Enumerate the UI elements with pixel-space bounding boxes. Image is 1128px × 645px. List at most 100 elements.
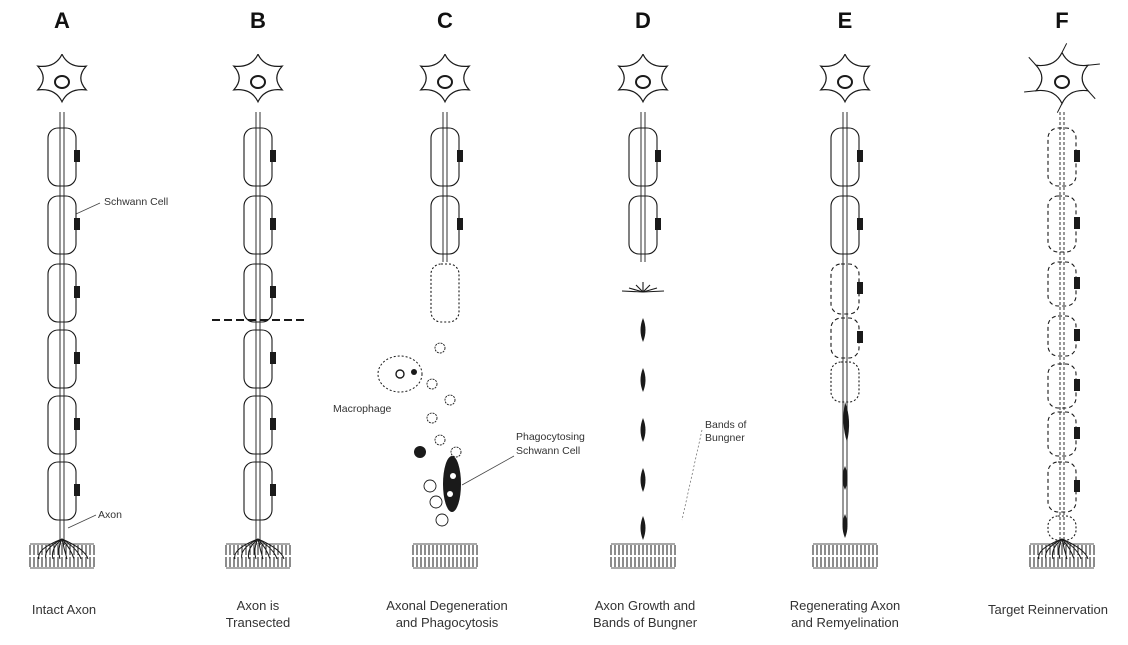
- schwann-nucleus: [655, 218, 661, 230]
- schwann-cell: [1048, 196, 1076, 252]
- myelin-debris: [445, 395, 455, 405]
- bands-leader: [682, 430, 702, 520]
- schwann-cell: [431, 264, 459, 322]
- panel-a-drawing: [30, 54, 94, 568]
- schwann-nucleus: [1074, 427, 1080, 439]
- schwann-nucleus: [857, 218, 863, 230]
- myelin-debris: [436, 514, 448, 526]
- bungner-band: [641, 418, 646, 442]
- schwann-nucleus: [857, 331, 863, 343]
- caption-b-line1: Axon is: [237, 598, 280, 613]
- panel-b-drawing: [212, 54, 306, 568]
- schwann-cell: [831, 318, 859, 358]
- panel-f-drawing: [1024, 43, 1100, 568]
- schwann-cell: [244, 128, 272, 186]
- schwann-cell: [831, 128, 859, 186]
- panel-d-drawing: [611, 54, 675, 568]
- nucleus-icon: [438, 76, 452, 88]
- schwann-cell: [48, 462, 76, 520]
- schwann-cell: [1048, 462, 1076, 512]
- panel-letter-e: E: [838, 8, 853, 33]
- schwann-nucleus: [74, 286, 80, 298]
- soma-outline: [421, 54, 469, 102]
- myelin-debris: [427, 413, 437, 423]
- dendrite: [1088, 64, 1100, 65]
- myelin-debris: [451, 447, 461, 457]
- schwann-cell: [1048, 364, 1076, 408]
- label-phagocytosing-line1: Phagocytosing: [516, 431, 585, 443]
- schwann-cell: [244, 396, 272, 454]
- schwann-cell: [48, 264, 76, 322]
- schwann-cell: [831, 362, 859, 402]
- caption-d-line1: Axon Growth and: [595, 598, 695, 613]
- panel-e-drawing: [813, 54, 877, 568]
- schwann-cell: [831, 196, 859, 254]
- schwann-nucleus: [74, 352, 80, 364]
- schwann-nucleus: [857, 150, 863, 162]
- schwann-cell: [244, 330, 272, 388]
- nucleus-icon: [251, 76, 265, 88]
- schwann-nucleus: [270, 484, 276, 496]
- caption-d-line2: Bands of Bungner: [593, 615, 698, 630]
- macrophage-debris: [411, 369, 417, 375]
- schwann-nucleus: [74, 150, 80, 162]
- label-bands-line2: Bungner: [705, 432, 745, 444]
- panel-c-drawing: [378, 54, 477, 568]
- schwann-nucleus: [1074, 150, 1080, 162]
- schwann-cell: [244, 264, 272, 322]
- dendrite: [1029, 57, 1036, 65]
- schwann-nucleus: [270, 418, 276, 430]
- schwann-cell: [244, 462, 272, 520]
- bungner-band: [641, 368, 646, 392]
- soma-outline: [234, 54, 282, 102]
- caption-e-line2: and Remyelination: [791, 615, 899, 630]
- panel-letter-b: B: [250, 8, 266, 33]
- dendrite: [1024, 91, 1036, 92]
- schwann-nucleus: [457, 150, 463, 162]
- caption-c-line1: Axonal Degeneration: [386, 598, 507, 613]
- phagocytosing-leader: [462, 456, 514, 485]
- myelin-debris: [430, 496, 442, 508]
- schwann-cell: [1048, 316, 1076, 356]
- label-macrophage: Macrophage: [333, 403, 392, 415]
- schwann-nucleus: [74, 484, 80, 496]
- phagocytosing-schwann-cell: [443, 456, 461, 512]
- schwann-nucleus: [1074, 329, 1080, 341]
- regenerating-tip: [843, 402, 849, 442]
- schwann-nucleus: [1074, 277, 1080, 289]
- neuron-drawings: [30, 43, 1100, 568]
- soma-outline: [619, 54, 667, 102]
- soma-outline: [821, 54, 869, 102]
- dendrite: [1062, 43, 1067, 52]
- schwann-nucleus: [270, 218, 276, 230]
- myelin-debris: [424, 480, 436, 492]
- schwann-cell: [48, 196, 76, 254]
- schwann-nucleus: [1074, 217, 1080, 229]
- ingested-debris: [447, 491, 453, 497]
- caption-c-line2: and Phagocytosis: [396, 615, 499, 630]
- schwann-nucleus: [270, 352, 276, 364]
- myelin-debris: [427, 379, 437, 389]
- schwann-cell: [431, 128, 459, 186]
- caption-a-line1: Intact Axon: [32, 602, 96, 617]
- schwann-cell: [431, 196, 459, 254]
- caption-f-line1: Target Reinnervation: [988, 602, 1108, 617]
- panel-letter-d: D: [635, 8, 651, 33]
- schwann-cell: [48, 396, 76, 454]
- schwann-nucleus: [655, 150, 661, 162]
- nucleus-icon: [636, 76, 650, 88]
- panel-letter-f: F: [1055, 8, 1068, 33]
- schwann-cell: [1048, 516, 1076, 540]
- schwann-nucleus: [270, 286, 276, 298]
- bungner-band: [641, 468, 646, 492]
- schwann-nucleus: [74, 218, 80, 230]
- schwann-nucleus: [857, 282, 863, 294]
- schwann-cell: [1048, 128, 1076, 186]
- panel-letter-a: A: [54, 8, 70, 33]
- schwann-cell: [244, 196, 272, 254]
- nucleus-icon: [1055, 76, 1069, 88]
- bungner-band: [641, 516, 646, 540]
- schwann-cell: [48, 128, 76, 186]
